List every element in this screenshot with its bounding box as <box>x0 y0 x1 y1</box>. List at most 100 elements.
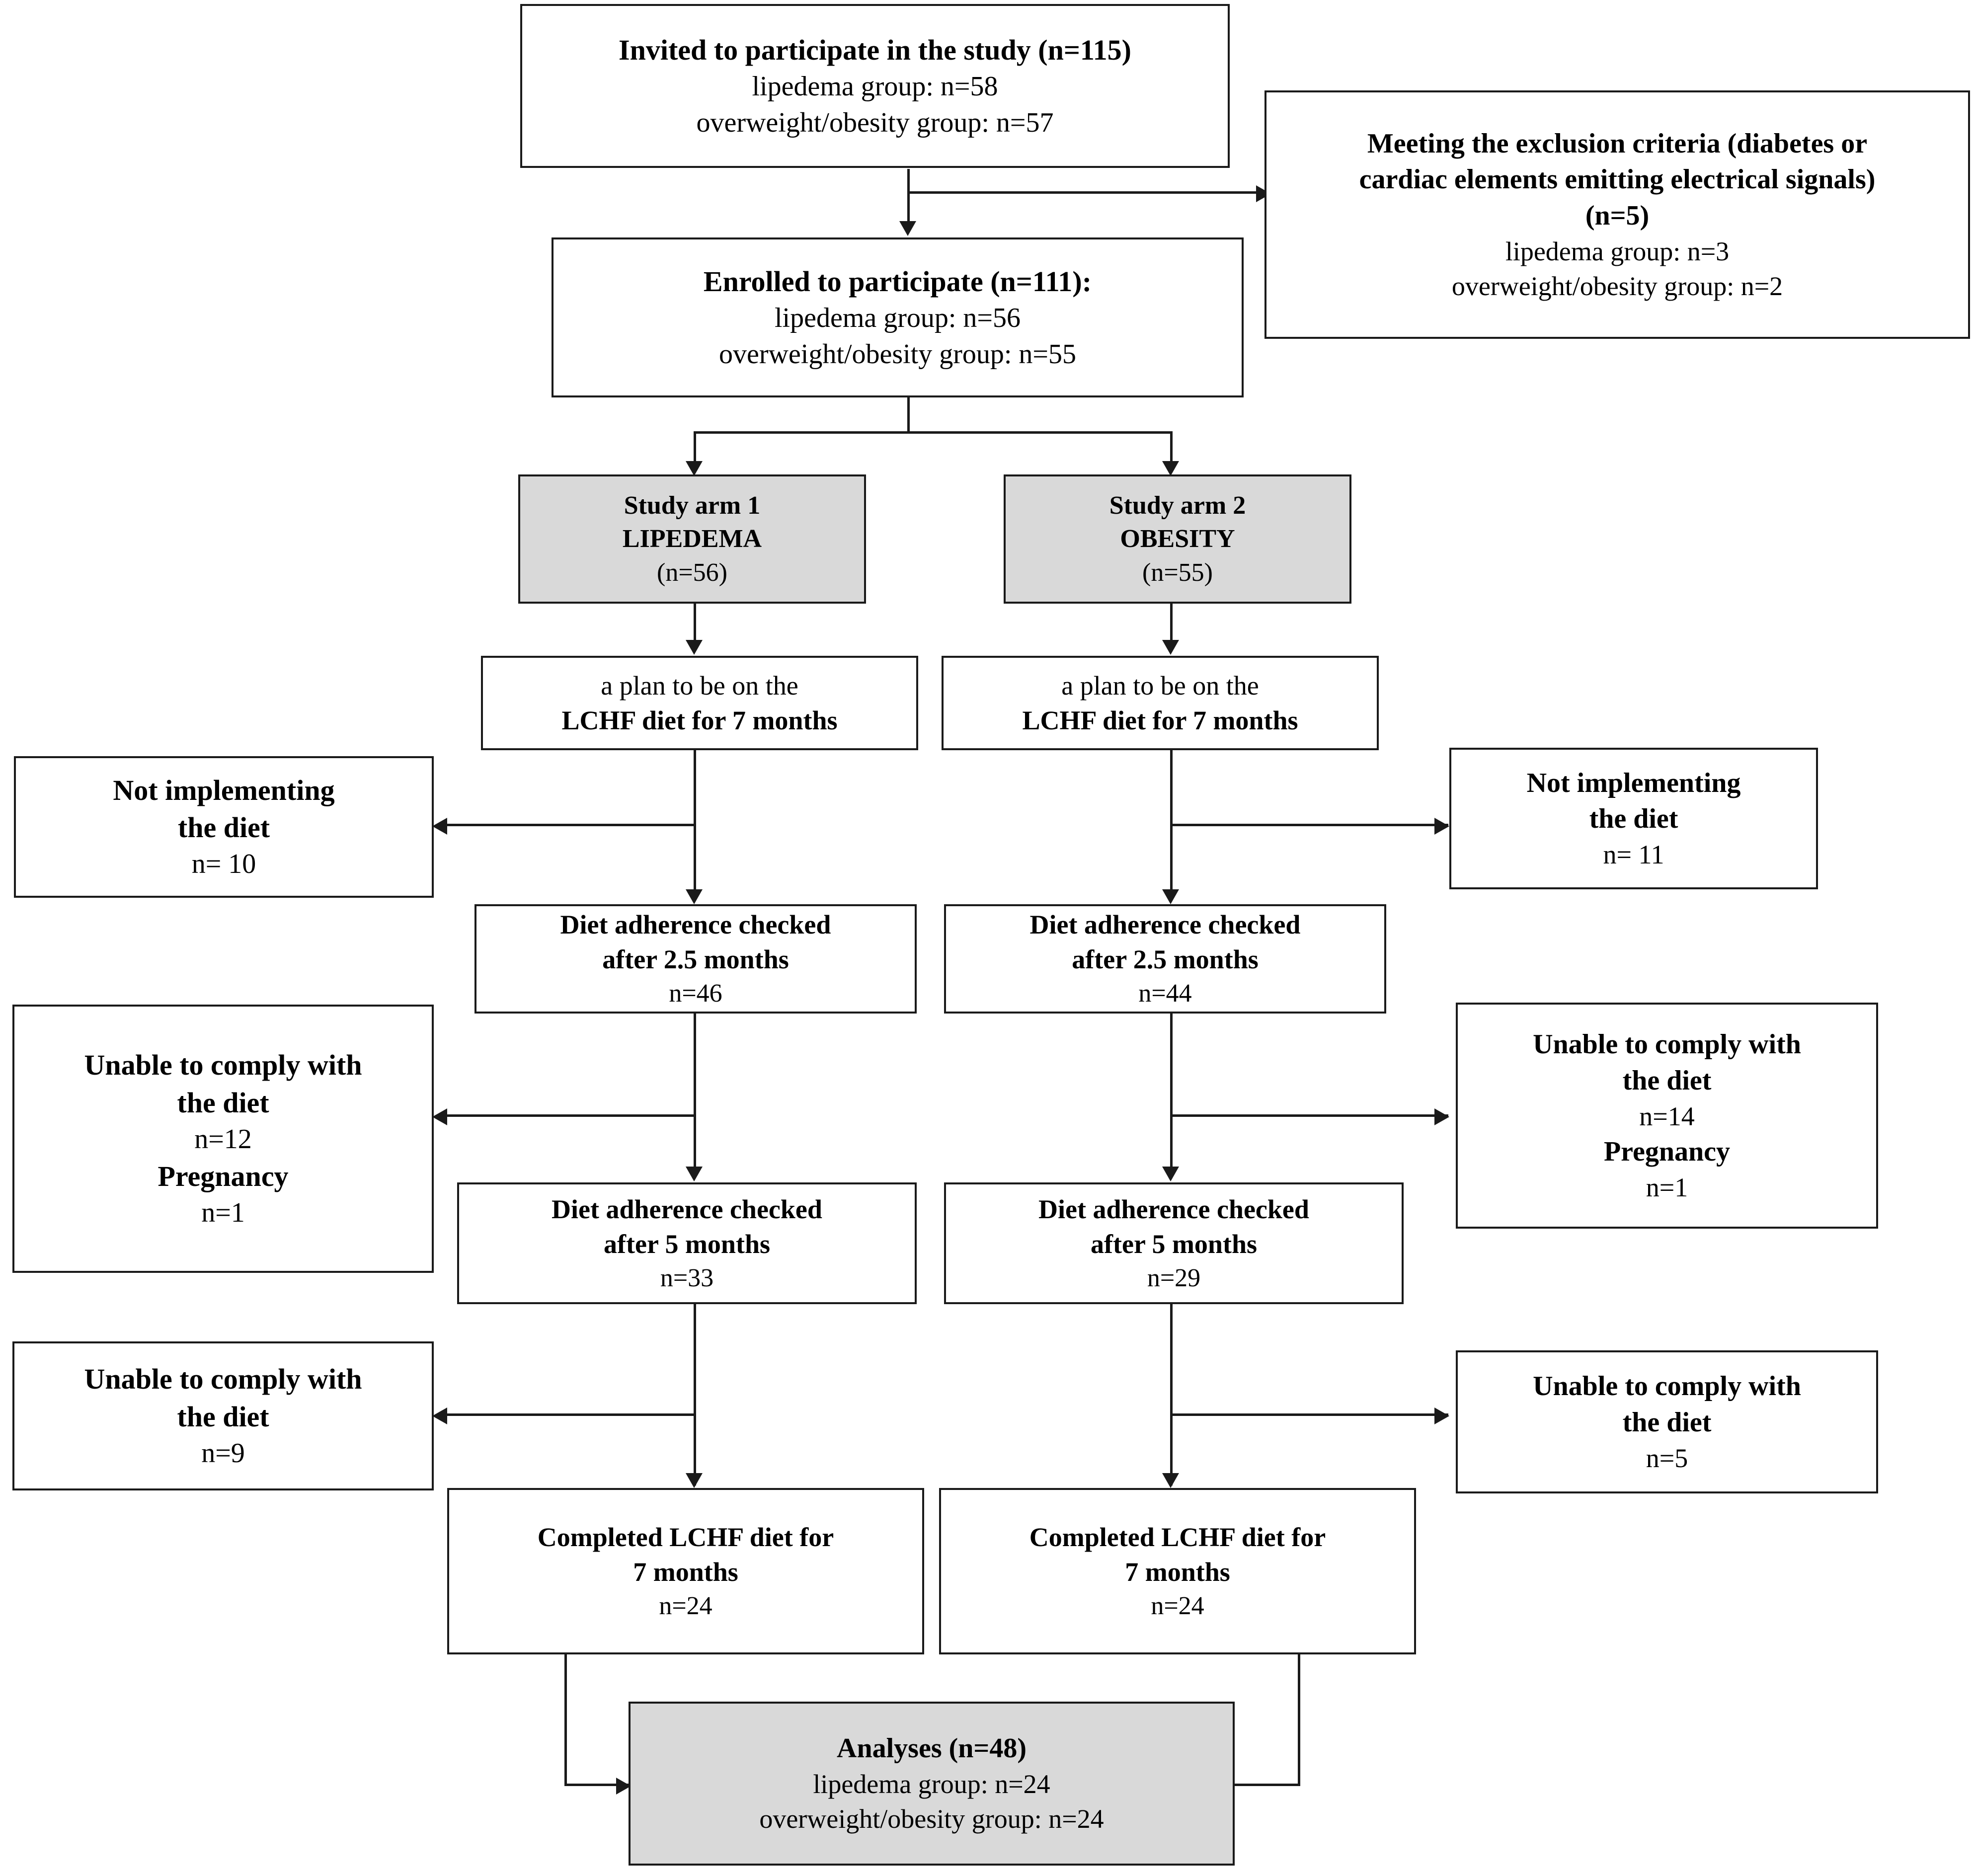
node-plan-lchf-right[interactable]: a plan to be on the LCHF diet for 7 mont… <box>942 656 1379 750</box>
node-adherence-5-left[interactable]: Diet adherence checked after 5 months n=… <box>457 1182 917 1304</box>
node-unable2-left-line-1: the diet <box>177 1400 269 1433</box>
node-unable1-left-line-2: n=12 <box>194 1123 252 1155</box>
node-enrolled-line-1: lipedema group: n=56 <box>774 302 1021 333</box>
arrowhead-completed-left <box>686 1473 703 1488</box>
arrowhead-enrolled <box>899 221 916 236</box>
node-unable-comply-left-2[interactable]: Unable to comply with the diet n=9 <box>12 1341 434 1490</box>
connector-split-left <box>694 431 696 471</box>
arrowhead-unable1-left <box>432 1108 447 1125</box>
connector-enrolled-down <box>907 397 910 433</box>
node-completed-right[interactable]: Completed LCHF diet for 7 months n=24 <box>939 1488 1416 1654</box>
connector-completedright-to-analyses <box>1234 1784 1300 1786</box>
node-unable-comply-right-1[interactable]: Unable to comply with the diet n=14 Preg… <box>1456 1003 1878 1229</box>
node-excluded-line-3: lipedema group: n=3 <box>1505 236 1730 266</box>
arrowhead-unable1-right <box>1434 1108 1449 1125</box>
connector-adh25left-to-adh5left <box>694 1012 696 1178</box>
connector-adh25right-to-adh5right <box>1170 1012 1173 1178</box>
node-notimpl-right-line-1: the diet <box>1589 803 1678 835</box>
node-study-arm-2[interactable]: Study arm 2 OBESITY (n=55) <box>1004 474 1351 604</box>
connector-to-excluded <box>907 191 1270 194</box>
node-arm2-line-2: (n=55) <box>1142 558 1213 587</box>
node-adh5right-line-1: after 5 months <box>1091 1229 1257 1259</box>
node-adh5right-line-0: Diet adherence checked <box>1038 1194 1309 1224</box>
node-completedleft-line-0: Completed LCHF diet for <box>537 1522 834 1552</box>
node-adh5left-line-1: after 5 months <box>604 1229 770 1259</box>
node-notimpl-left-line-1: the diet <box>177 811 270 844</box>
connector-to-unable1-right <box>1170 1114 1448 1117</box>
connector-to-unable1-left <box>447 1114 696 1117</box>
node-excluded-line-1: cardiac elements emitting electrical sig… <box>1359 164 1876 195</box>
node-plan2-line-0: a plan to be on the <box>1061 670 1259 701</box>
node-adh5left-line-2: n=33 <box>660 1263 714 1292</box>
node-arm2-line-1: OBESITY <box>1120 525 1235 553</box>
node-invited-line-0: Invited to participate in the study (n=1… <box>619 33 1131 66</box>
connector-plan1-to-adh25left <box>694 749 696 898</box>
node-arm2-line-0: Study arm 2 <box>1109 491 1246 520</box>
arrowhead-adh5-left <box>686 1167 703 1181</box>
node-adh5left-line-0: Diet adherence checked <box>552 1194 822 1224</box>
arrowhead-completed-right <box>1162 1473 1179 1488</box>
arrowhead-arm2 <box>1162 461 1179 476</box>
node-excluded-line-0: Meeting the exclusion criteria (diabetes… <box>1367 128 1868 159</box>
connector-split-right <box>1170 431 1173 471</box>
node-unable1-right-line-2: n=14 <box>1639 1101 1695 1131</box>
node-adh25left-line-2: n=46 <box>669 979 722 1008</box>
node-unable2-left-line-0: Unable to comply with <box>84 1363 362 1396</box>
connector-to-unable2-right <box>1170 1413 1448 1416</box>
node-notimpl-left-line-2: n= 10 <box>191 849 256 880</box>
node-excluded[interactable]: Meeting the exclusion criteria (diabetes… <box>1265 90 1970 339</box>
connector-adh5right-to-completedright <box>1170 1304 1173 1485</box>
connector-plan2-to-adh25right <box>1170 749 1173 898</box>
node-unable-comply-right-2[interactable]: Unable to comply with the diet n=5 <box>1456 1350 1878 1493</box>
node-invited[interactable]: Invited to participate in the study (n=1… <box>520 4 1230 168</box>
node-completedright-line-2: n=24 <box>1151 1591 1204 1620</box>
node-not-implementing-left[interactable]: Not implementing the diet n= 10 <box>14 756 434 898</box>
node-analyses-line-0: Analyses (n=48) <box>837 1733 1027 1764</box>
node-enrolled-line-0: Enrolled to participate (n=111): <box>703 265 1092 298</box>
arrowhead-notimpl-left <box>432 818 447 835</box>
node-unable1-right-line-3: Pregnancy <box>1603 1136 1731 1167</box>
node-arm1-line-1: LIPEDEMA <box>622 525 762 553</box>
connector-completedleft-down <box>564 1654 567 1785</box>
node-notimpl-right-line-2: n= 11 <box>1603 840 1664 870</box>
connector-completedleft-to-analyses <box>564 1784 629 1786</box>
connector-arm1-to-plan1 <box>694 604 696 646</box>
node-unable2-right-line-0: Unable to comply with <box>1533 1371 1801 1402</box>
arrowhead-adh25-right <box>1162 889 1179 904</box>
arrowhead-notimpl-right <box>1434 818 1449 835</box>
node-plan-lchf-left[interactable]: a plan to be on the LCHF diet for 7 mont… <box>481 656 918 750</box>
connector-completedright-down <box>1298 1654 1300 1785</box>
arrowhead-unable2-left <box>432 1407 447 1424</box>
node-analyses[interactable]: Analyses (n=48) lipedema group: n=24 ove… <box>629 1702 1235 1866</box>
node-plan1-line-0: a plan to be on the <box>601 670 798 701</box>
node-plan1-line-1: LCHF diet for 7 months <box>561 705 838 735</box>
node-arm1-line-2: (n=56) <box>657 558 727 587</box>
node-excluded-line-2: (n=5) <box>1585 200 1650 232</box>
node-adh25right-line-1: after 2.5 months <box>1072 944 1259 975</box>
arrowhead-plan2 <box>1162 640 1179 655</box>
node-study-arm-1[interactable]: Study arm 1 LIPEDEMA (n=56) <box>518 474 866 604</box>
arrowhead-unable2-right <box>1434 1407 1449 1424</box>
node-adherence-25-right[interactable]: Diet adherence checked after 2.5 months … <box>944 904 1386 1014</box>
node-adh25right-line-2: n=44 <box>1138 979 1192 1008</box>
node-completedright-line-1: 7 months <box>1125 1557 1230 1587</box>
connector-to-notimpl-right <box>1170 824 1448 826</box>
connector-to-notimpl-left <box>447 824 696 826</box>
node-adh25left-line-1: after 2.5 months <box>602 944 789 975</box>
node-notimpl-right-line-0: Not implementing <box>1526 767 1741 798</box>
node-completed-left[interactable]: Completed LCHF diet for 7 months n=24 <box>447 1488 924 1654</box>
node-adherence-25-left[interactable]: Diet adherence checked after 2.5 months … <box>474 904 917 1014</box>
node-enrolled[interactable]: Enrolled to participate (n=111): lipedem… <box>552 237 1244 397</box>
node-unable1-right-line-4: n=1 <box>1646 1172 1688 1202</box>
node-unable1-left-line-0: Unable to comply with <box>84 1049 362 1082</box>
node-not-implementing-right[interactable]: Not implementing the diet n= 11 <box>1449 748 1818 889</box>
node-arm1-line-0: Study arm 1 <box>624 491 761 520</box>
node-unable2-right-line-1: the diet <box>1622 1407 1712 1438</box>
node-unable1-right-line-0: Unable to comply with <box>1533 1029 1801 1060</box>
node-invited-line-1: lipedema group: n=58 <box>752 71 998 102</box>
node-unable1-right-line-1: the diet <box>1622 1065 1712 1096</box>
connector-arm2-to-plan2 <box>1170 604 1173 646</box>
node-unable-comply-left-1[interactable]: Unable to comply with the diet n=12 Preg… <box>12 1005 434 1273</box>
connector-adh5left-to-completedleft <box>694 1304 696 1485</box>
node-adherence-5-right[interactable]: Diet adherence checked after 5 months n=… <box>944 1182 1404 1304</box>
